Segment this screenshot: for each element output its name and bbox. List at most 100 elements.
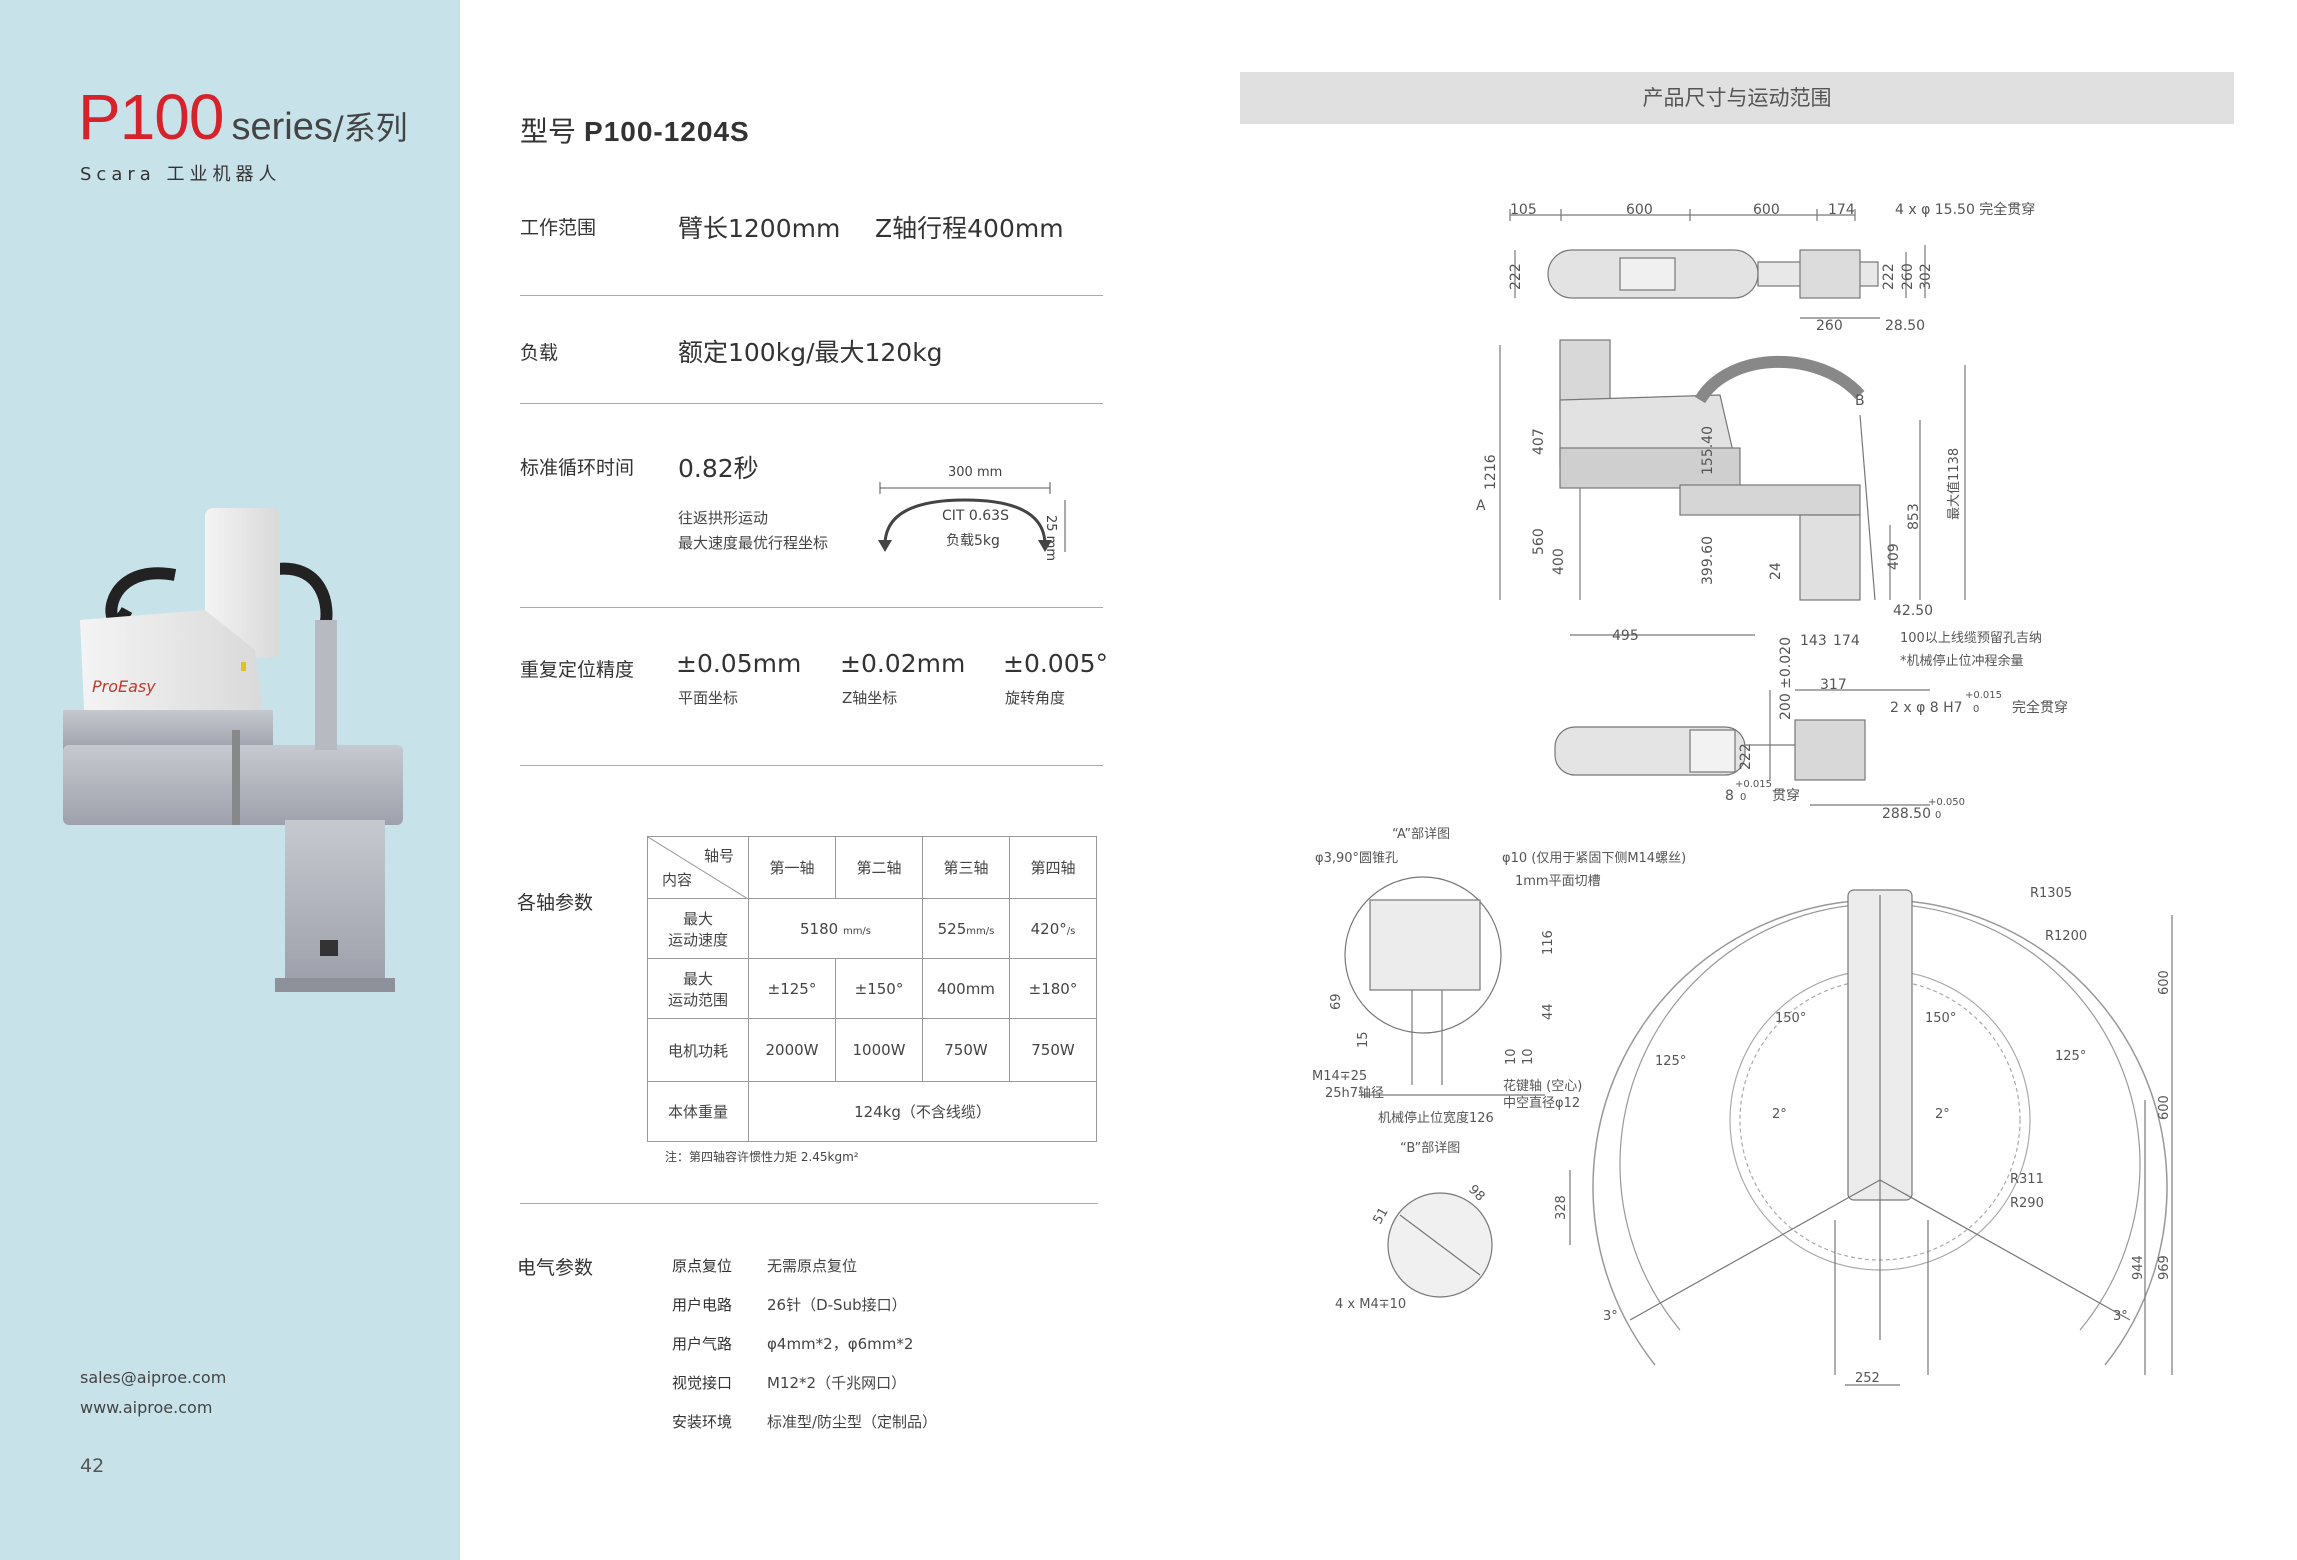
divider xyxy=(520,765,1103,766)
svg-text:944: 944 xyxy=(2131,1255,2146,1280)
elec-key: 视觉接口 xyxy=(672,1374,733,1392)
svg-text:R1200: R1200 xyxy=(2045,929,2087,944)
svg-text:M14∓25: M14∓25 xyxy=(1312,1069,1367,1084)
svg-text:B: B xyxy=(1855,393,1865,409)
svg-text:0: 0 xyxy=(1973,704,1979,715)
range-axis2: ±150° xyxy=(835,958,923,1019)
svg-text:0: 0 xyxy=(1740,792,1746,803)
svg-text:600: 600 xyxy=(2157,970,2172,995)
svg-text:600: 600 xyxy=(1753,202,1780,218)
svg-text:560: 560 xyxy=(1531,528,1547,555)
svg-text:15: 15 xyxy=(1356,1031,1371,1048)
divider xyxy=(520,295,1103,296)
svg-text:贯穿: 贯穿 xyxy=(1772,788,1800,804)
svg-text:A: A xyxy=(1476,498,1486,514)
svg-text:150°: 150° xyxy=(1925,1011,1956,1026)
row-label: 本体重量 xyxy=(647,1081,749,1142)
corner-top: 轴号 xyxy=(703,847,734,865)
model-value: P100-1204S xyxy=(584,116,750,147)
cycle-value: 0.82秒 xyxy=(678,454,759,483)
svg-text:+0.050: +0.050 xyxy=(1928,797,1965,808)
svg-text:600: 600 xyxy=(1626,202,1653,218)
svg-text:+0.015: +0.015 xyxy=(1965,690,2002,701)
svg-text:10: 10 xyxy=(1504,1048,1519,1065)
robot-image xyxy=(63,508,403,992)
weight-value: 124kg（不含线缆） xyxy=(748,1081,1097,1142)
divider xyxy=(520,403,1103,404)
svg-text:R311: R311 xyxy=(2010,1172,2044,1187)
repeat-z-value: ±0.02mm xyxy=(840,649,966,678)
elec-key: 安装环境 xyxy=(672,1413,733,1431)
svg-text:花键轴 (空心): 花键轴 (空心) xyxy=(1503,1078,1582,1094)
svg-text:机械停止位宽度126: 机械停止位宽度126 xyxy=(1378,1110,1494,1126)
svg-text:125°: 125° xyxy=(1655,1054,1686,1069)
svg-text:409: 409 xyxy=(1886,543,1902,570)
svg-text:174: 174 xyxy=(1833,633,1860,649)
arch-height: 25 mm xyxy=(1043,515,1058,562)
svg-text:399.60: 399.60 xyxy=(1700,536,1716,585)
axis-params-label: 各轴参数 xyxy=(517,892,594,914)
svg-text:R290: R290 xyxy=(2010,1196,2044,1211)
arch-motion-diagram xyxy=(878,482,1066,552)
table-row: 电机功耗 2000W 1000W 750W 750W xyxy=(647,1018,1097,1082)
svg-text:4 x M4∓10: 4 x M4∓10 xyxy=(1335,1297,1406,1312)
power-axis3: 750W xyxy=(922,1018,1010,1082)
contact-email[interactable]: sales@aiproe.com xyxy=(80,1368,227,1387)
svg-text:600: 600 xyxy=(2157,1095,2172,1120)
svg-text:1mm平面切槽: 1mm平面切槽 xyxy=(1515,874,1601,889)
series-word: series xyxy=(231,106,333,148)
svg-text:155.40: 155.40 xyxy=(1700,426,1716,475)
elec-key: 用户电路 xyxy=(672,1296,733,1314)
svg-text:288.50: 288.50 xyxy=(1882,806,1931,822)
elec-value: φ4mm*2，φ6mm*2 xyxy=(767,1335,914,1353)
subtitle: Scara 工业机器人 xyxy=(80,164,282,185)
model-label: 型号 xyxy=(520,115,577,148)
svg-text:R1305: R1305 xyxy=(2030,886,2072,901)
svg-text:44: 44 xyxy=(1541,1003,1556,1020)
speed-axis12: 5180 mm/s xyxy=(748,898,923,959)
speed-axis3: 525mm/s xyxy=(922,898,1010,959)
svg-text:222: 222 xyxy=(1508,263,1524,290)
row-label: 电机功耗 xyxy=(647,1018,749,1082)
svg-text:3°: 3° xyxy=(2113,1309,2128,1324)
svg-text:252: 252 xyxy=(1855,1371,1880,1386)
svg-text:143: 143 xyxy=(1800,633,1827,649)
row-label: 最大运动速度 xyxy=(647,898,749,959)
elec-value: 无需原点复位 xyxy=(767,1257,858,1275)
svg-text:8: 8 xyxy=(1725,788,1734,804)
svg-text:125°: 125° xyxy=(2055,1049,2086,1064)
table-row: 最大运动速度 5180 mm/s 525mm/s 420°/s xyxy=(647,898,1097,959)
page-number: 42 xyxy=(80,1455,105,1477)
repeat-rot-value: ±0.005° xyxy=(1003,649,1109,678)
svg-text:302: 302 xyxy=(1918,263,1934,290)
svg-text:2°: 2° xyxy=(1935,1107,1950,1122)
svg-text:116: 116 xyxy=(1541,930,1556,955)
table-corner: 轴号 内容 xyxy=(647,836,749,899)
svg-text:2°: 2° xyxy=(1772,1107,1787,1122)
svg-text:0: 0 xyxy=(1935,810,1941,821)
svg-text:完全贯穿: 完全贯穿 xyxy=(2012,699,2068,716)
elec-key: 用户气路 xyxy=(672,1335,733,1353)
range-axis3: 400mm xyxy=(922,958,1010,1019)
svg-text:495: 495 xyxy=(1612,628,1639,644)
speed-axis4: 420°/s xyxy=(1009,898,1097,959)
svg-text:260: 260 xyxy=(1816,318,1843,334)
svg-text:328: 328 xyxy=(1554,1195,1569,1220)
cycle-note2: 最大速度最优行程坐标 xyxy=(678,534,829,552)
repeat-plane-sub: 平面坐标 xyxy=(678,689,739,707)
corner-bottom: 内容 xyxy=(662,871,693,889)
svg-text:105: 105 xyxy=(1510,202,1537,218)
svg-text:+0.015: +0.015 xyxy=(1735,779,1772,790)
svg-text:407: 407 xyxy=(1531,428,1547,455)
row-label: 最大运动范围 xyxy=(647,958,749,1019)
power-axis2: 1000W xyxy=(835,1018,923,1082)
svg-text:222: 222 xyxy=(1881,263,1897,290)
svg-text:φ3,90°圆锥孔: φ3,90°圆锥孔 xyxy=(1315,851,1398,866)
svg-text:4 x φ 15.50 完全贯穿: 4 x φ 15.50 完全贯穿 xyxy=(1895,201,2035,218)
contact-website[interactable]: www.aiproe.com xyxy=(80,1398,213,1417)
svg-text:3°: 3° xyxy=(1603,1309,1618,1324)
svg-text:10: 10 xyxy=(1521,1048,1536,1065)
table-row: 本体重量 124kg（不含线缆） xyxy=(647,1081,1097,1142)
